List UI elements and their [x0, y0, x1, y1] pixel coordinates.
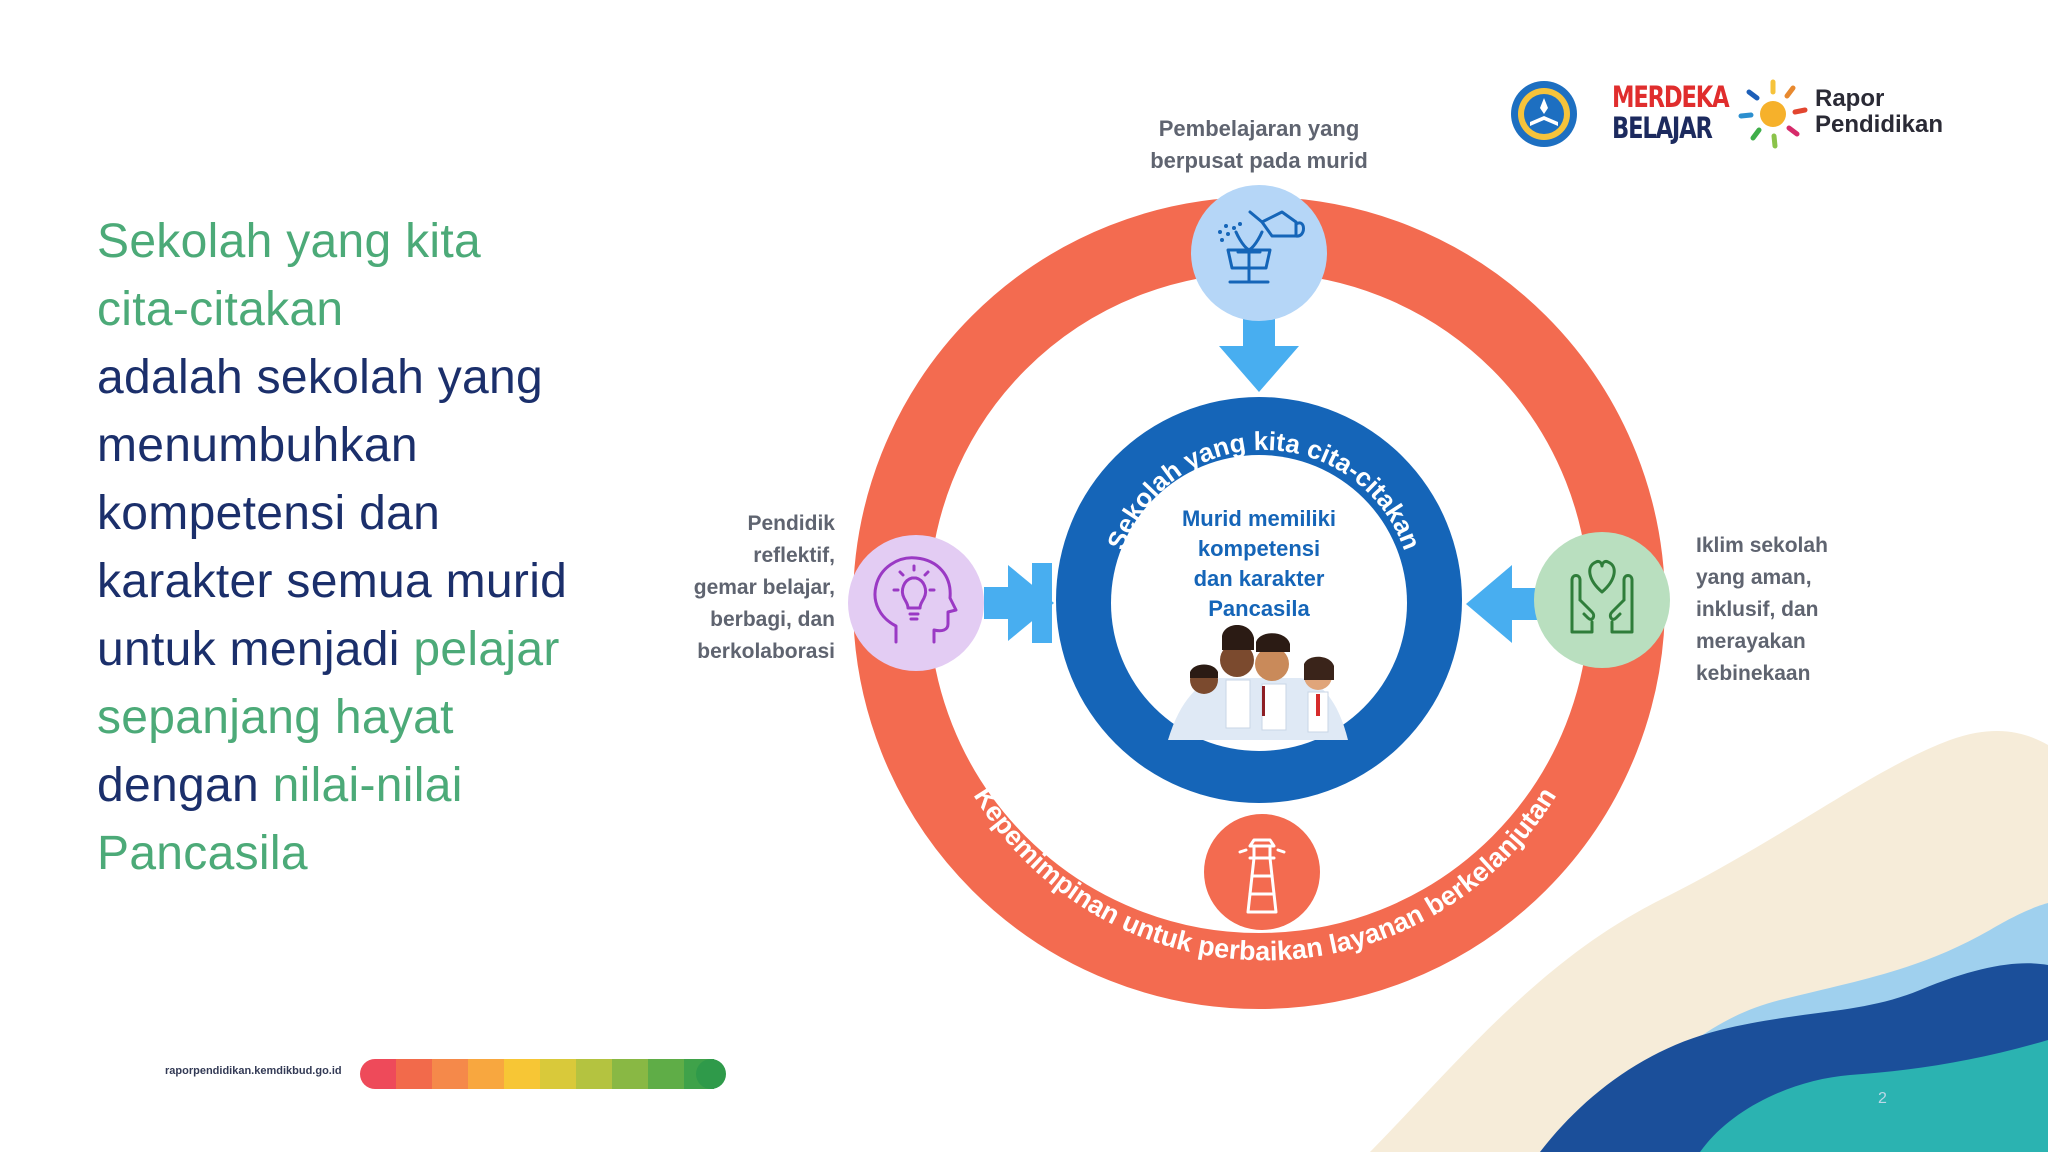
svg-text:berkolaborasi: berkolaborasi [697, 640, 835, 663]
center-line: dan karakter [1194, 566, 1325, 591]
svg-text:gemar belajar,: gemar belajar, [694, 576, 835, 599]
svg-text:Iklim sekolah: Iklim sekolah [1696, 534, 1828, 557]
left-label: Pendidik reflektif, gemar belajar, berba… [694, 512, 836, 663]
headline-part: menumbuhkan [97, 419, 418, 472]
headline-part: cita-citakan [97, 283, 344, 336]
headline-part: nilai-nilai [272, 759, 463, 812]
page-number: 2 [1878, 1090, 1887, 1107]
right-label: Iklim sekolah yang aman, inklusif, dan m… [1696, 534, 1828, 685]
pendidikan-line: Pendidikan [1815, 111, 1944, 138]
wave-teal [1700, 1040, 2048, 1152]
lightbulb-head-icon [873, 556, 958, 644]
color-bar [360, 1059, 726, 1089]
watering-can-icon [1226, 210, 1305, 284]
svg-text:yang aman,: yang aman, [1696, 566, 1812, 589]
arrow-left [984, 563, 1054, 643]
footer-url: raporpendidikan.kemdikbud.go.id [165, 1065, 342, 1077]
headline-part: kompetensi dan [97, 487, 441, 540]
headline-part: Sekolah yang kita [97, 215, 482, 268]
center-line: kompetensi [1198, 536, 1320, 561]
top-label: Pembelajaran yang berpusat pada murid [1150, 116, 1368, 173]
svg-text:berpusat pada murid: berpusat pada murid [1150, 148, 1368, 173]
circle-teacher [848, 535, 984, 671]
logo-bar: MERDEKA BELAJAR Rapor Pendidikan [1510, 76, 1970, 156]
merdeka-belajar-logo: MERDEKA BELAJAR [1612, 80, 1730, 145]
lighthouse-icon [1238, 838, 1286, 914]
headline-part: untuk menjadi [97, 623, 400, 676]
rapor-sun-icon [1738, 79, 1808, 149]
svg-text:reflektif,: reflektif, [753, 544, 835, 567]
rapor-pendidikan-logo-text: Rapor Pendidikan [1815, 86, 1943, 138]
merdeka-line: MERDEKA [1612, 80, 1730, 114]
wave-cream-top [1960, 790, 2048, 880]
headline-part: Pancasila [97, 827, 308, 880]
headline-part: karakter semua murid [97, 555, 568, 608]
water-drops [1218, 222, 1242, 242]
svg-text:Pembelajaran yang: Pembelajaran yang [1159, 116, 1360, 141]
belajar-line: BELAJAR [1612, 111, 1713, 145]
kemdikbud-logo [1511, 81, 1577, 147]
center-line: Pancasila [1208, 596, 1310, 621]
svg-text:merayakan: merayakan [1696, 630, 1806, 653]
circle-climate [1534, 532, 1670, 668]
circle-leadership [1204, 814, 1320, 930]
svg-text:inklusif, dan: inklusif, dan [1696, 598, 1819, 621]
headline: Sekolah yang kita cita-citakan adalah se… [97, 208, 657, 888]
arrow-right [1466, 565, 1540, 643]
hands-heart-icon [1570, 560, 1634, 634]
headline-part: adalah sekolah yang [97, 351, 544, 404]
headline-part: pelajar [413, 623, 560, 676]
headline-part: sepanjang hayat [97, 691, 454, 744]
center-line: Murid memiliki [1182, 506, 1336, 531]
svg-text:kebinekaan: kebinekaan [1696, 662, 1810, 685]
svg-text:Pendidik: Pendidik [747, 512, 835, 535]
headline-part: dengan [97, 759, 259, 812]
students-illustration [1168, 625, 1348, 740]
rapor-line: Rapor [1815, 85, 1885, 112]
svg-text:berbagi, dan: berbagi, dan [710, 608, 835, 631]
